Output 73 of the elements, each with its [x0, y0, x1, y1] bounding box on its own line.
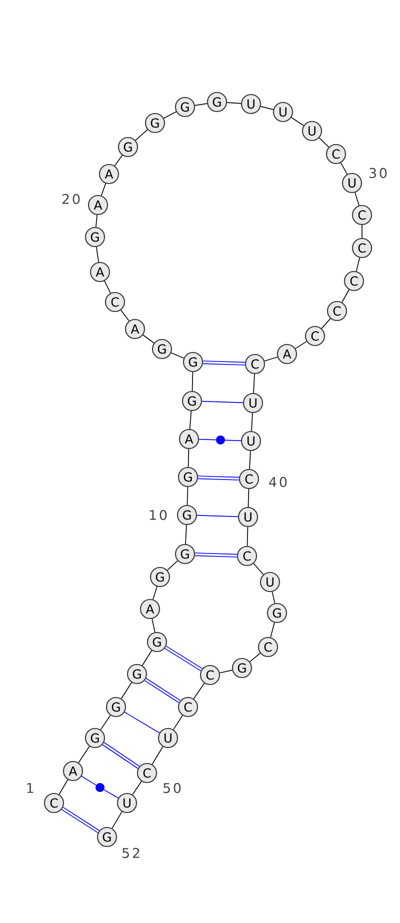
pair-dot	[216, 436, 225, 444]
backbone-line	[270, 622, 275, 638]
backbone-line	[253, 563, 264, 575]
backbone-line	[170, 352, 184, 359]
backbone-line	[290, 117, 304, 126]
backbone-line	[114, 154, 123, 166]
position-number: 10	[150, 510, 167, 520]
position-number: 50	[164, 782, 181, 794]
position-number: 20	[62, 194, 80, 204]
backbone-line	[152, 586, 158, 600]
backbone-line	[295, 341, 307, 349]
base-pair-line	[203, 360, 245, 366]
backbone-line	[342, 289, 350, 303]
base-pair-line	[104, 789, 119, 798]
backbone-line	[219, 670, 233, 674]
backbone-line	[188, 448, 190, 468]
backbone-line	[192, 372, 194, 392]
base-pair-line	[195, 552, 237, 558]
base-pair-line	[202, 400, 244, 404]
pair-dot	[96, 783, 104, 792]
backbone-line	[272, 591, 276, 604]
backbone-line	[194, 103, 208, 106]
backbone-line	[163, 111, 177, 119]
backbone-line	[120, 310, 130, 322]
backbone-line	[104, 280, 111, 294]
position-number: 52	[122, 848, 140, 858]
base-pair-line	[144, 678, 181, 704]
backbone-line	[356, 257, 360, 272]
backbone-line	[112, 811, 122, 829]
backbone-line	[249, 652, 261, 662]
backbone-line	[166, 560, 178, 571]
backbone-line	[132, 780, 142, 796]
base-pair-line	[102, 742, 140, 769]
backbone-line	[260, 106, 274, 110]
backbone-line	[354, 192, 360, 206]
backbone-line	[321, 318, 331, 329]
backbone-line	[246, 526, 248, 546]
backbone-line	[253, 374, 255, 394]
base-pair-line	[124, 712, 160, 734]
base-pair-line	[224, 440, 242, 442]
backbone-line	[120, 682, 132, 699]
backbone-line	[96, 214, 98, 228]
base-pair-line	[198, 438, 216, 440]
backbone-line	[249, 450, 251, 470]
base-pair-line	[198, 476, 239, 480]
base-pair-line	[62, 806, 100, 834]
position-number: 1	[27, 783, 34, 793]
position-number: 40	[269, 476, 287, 488]
backbone-line	[185, 524, 187, 544]
backbone-line	[193, 682, 205, 700]
backbone-line	[96, 246, 99, 262]
backbone-line	[186, 486, 188, 506]
backbone-line	[226, 102, 242, 104]
backbone-line	[58, 779, 68, 795]
backbone-line	[78, 746, 90, 764]
backbone-line	[318, 138, 330, 148]
position-number: 30	[370, 168, 387, 178]
base-pair-line	[81, 776, 96, 786]
backbone-line	[135, 129, 148, 141]
backbone-line	[152, 746, 164, 765]
backbone-line	[248, 488, 250, 508]
backbone-line	[340, 162, 348, 175]
backbone-line	[189, 410, 192, 430]
backbone-line	[264, 356, 278, 362]
backbone-line	[173, 715, 183, 730]
backbone-line	[152, 618, 156, 633]
backbone-line	[142, 334, 154, 344]
backbone-line	[251, 412, 253, 432]
backbone-line	[142, 650, 152, 666]
backbone-line	[100, 714, 111, 730]
base-pair-line	[196, 514, 238, 518]
backbone-line	[100, 183, 106, 196]
base-pair-line	[164, 646, 202, 672]
